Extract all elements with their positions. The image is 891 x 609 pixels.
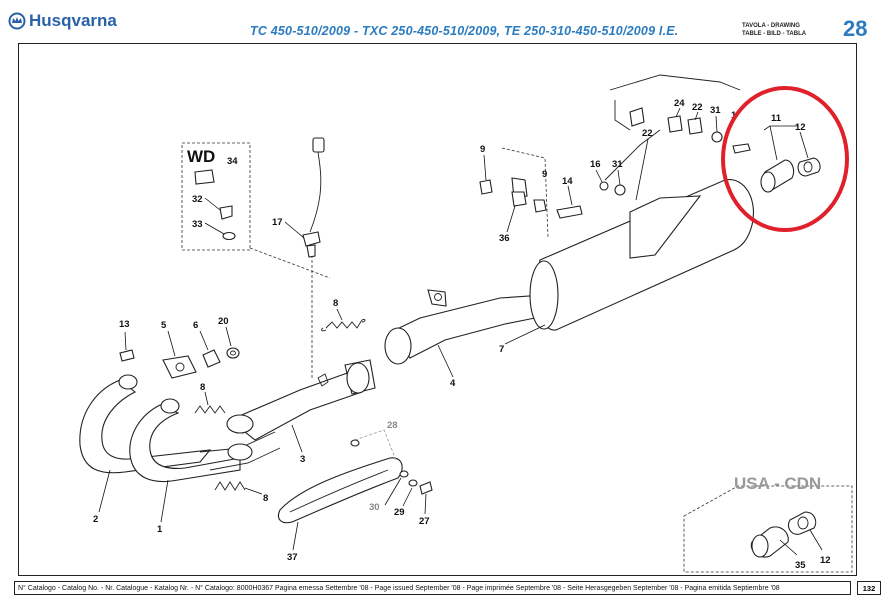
callout-20: 20	[218, 316, 229, 327]
callout-29: 29	[394, 507, 405, 518]
washer-29	[408, 479, 418, 487]
callout-9b: 9	[542, 169, 547, 180]
usa-cdn-box: USA - CDN	[683, 474, 853, 573]
callout-8a: 8	[333, 298, 338, 309]
brand-name: Husqvarna	[29, 11, 117, 30]
callout-17: 17	[272, 217, 283, 228]
callout-32: 32	[192, 194, 203, 205]
callout-2: 2	[93, 514, 98, 525]
husqvarna-logo: Husqvarna	[8, 11, 117, 31]
heat-shield-37	[277, 457, 403, 524]
callout-22a: 22	[642, 128, 653, 139]
washer-20	[225, 326, 240, 359]
mounts-9-36	[479, 147, 549, 239]
callout-3: 3	[300, 454, 305, 465]
bolt-13	[119, 331, 135, 362]
callout-7: 7	[499, 344, 504, 355]
page-title: TC 450-510/2009 - TXC 250-450-510/2009, …	[250, 24, 679, 38]
callout-12a: 12	[795, 122, 806, 133]
header-pipes	[79, 374, 281, 483]
callout-13: 13	[119, 319, 130, 330]
callout-9a: 9	[480, 144, 485, 155]
sensor-17	[302, 137, 325, 258]
washer-31b	[711, 131, 723, 143]
link-pipe-4	[384, 289, 536, 365]
spacer-22b	[687, 117, 703, 135]
diagram-frame	[18, 43, 857, 576]
table-number: 28	[843, 16, 868, 41]
usa-cdn-label: USA - CDN	[734, 474, 821, 493]
nut-16	[599, 181, 609, 191]
grommet-24	[667, 115, 683, 133]
highlight-circle	[721, 86, 849, 232]
callout-8b: 8	[200, 382, 205, 393]
drawing-label-line2: TABLE - BILD - TABLA	[742, 31, 807, 37]
callout-28: 28	[387, 420, 398, 431]
callout-24: 24	[674, 98, 685, 109]
mid-pipe-3	[226, 359, 376, 461]
callout-22b: 22	[692, 102, 703, 113]
plug-32	[219, 205, 233, 220]
callout-31a: 31	[612, 159, 623, 170]
footer-catalog-info: N° Catalogo - Catalog No. - Nr. Catalogu…	[14, 581, 851, 595]
spring-8-mid	[194, 391, 226, 414]
callout-35: 35	[795, 560, 806, 571]
callout-36: 36	[499, 233, 510, 244]
spring-8-top	[321, 319, 366, 332]
bolt-14	[556, 205, 583, 219]
wd-kit-box: WD 34	[181, 142, 251, 251]
washer-30	[399, 470, 409, 478]
callout-37: 37	[287, 552, 298, 563]
husqvarna-crown-icon	[8, 12, 26, 30]
callout-14: 14	[562, 176, 573, 187]
nut-6	[199, 330, 221, 368]
silencer-7	[529, 74, 754, 331]
washer-33	[222, 231, 236, 241]
callout-5: 5	[161, 320, 167, 331]
wd-label: WD	[187, 147, 215, 166]
callout-1: 1	[157, 524, 163, 535]
callout-34: 34	[227, 156, 238, 167]
callout-6: 6	[193, 320, 198, 331]
washer-31a	[614, 184, 626, 196]
callout-16: 16	[590, 159, 601, 170]
callout-27: 27	[419, 516, 430, 527]
callout-4: 4	[450, 378, 456, 389]
bolt-27	[419, 481, 433, 495]
callout-30: 30	[369, 502, 380, 513]
callout-31b: 31	[710, 105, 721, 116]
spring-8-low	[214, 481, 263, 495]
fitting-34	[194, 169, 215, 185]
bolt-22a	[629, 107, 645, 127]
drawing-label-line1: TAVOLA - DRAWING	[742, 23, 800, 29]
footer-page-number: 132	[857, 581, 881, 595]
callout-8c: 8	[263, 493, 268, 504]
callout-11: 11	[771, 113, 782, 124]
callout-33: 33	[192, 219, 203, 230]
flange-5	[162, 330, 197, 379]
tailpipe-insert-group	[732, 125, 821, 193]
callout-12b: 12	[820, 555, 831, 566]
drawing-label: TAVOLA - DRAWING TABLE - BILD - TABLA	[742, 22, 806, 38]
